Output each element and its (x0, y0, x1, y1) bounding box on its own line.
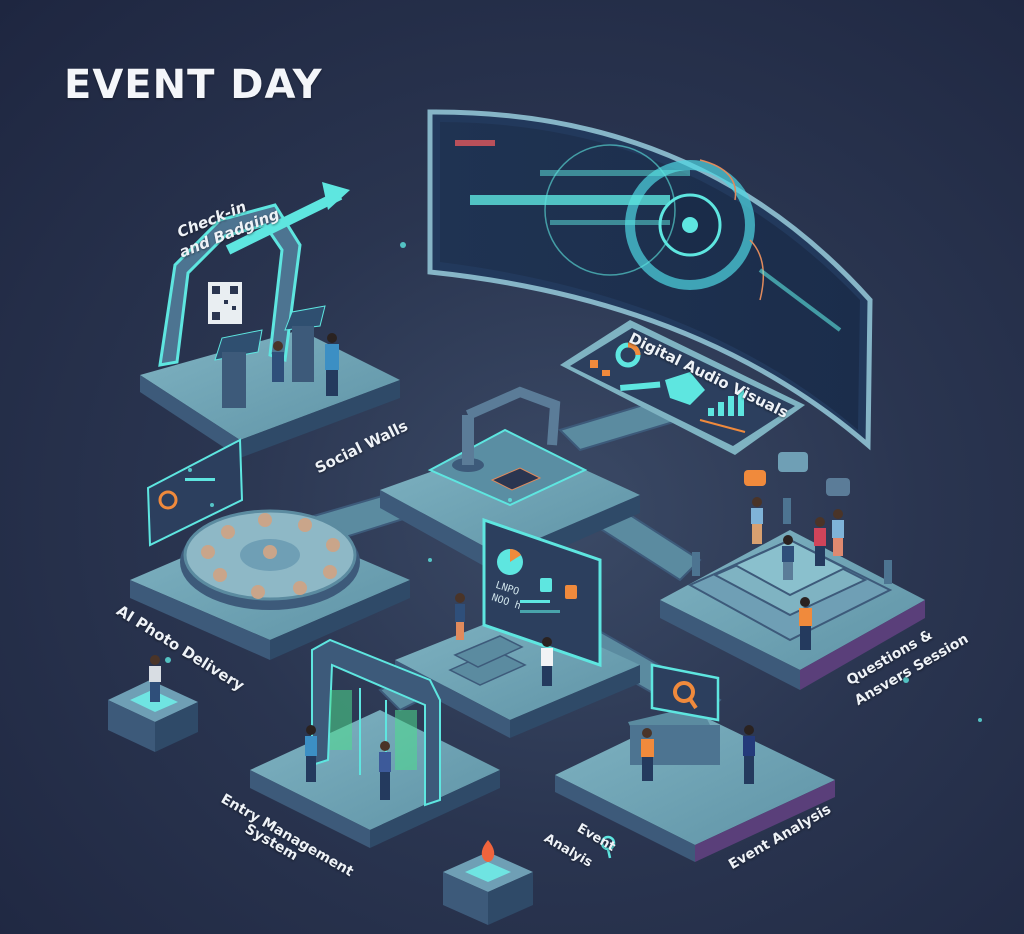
hologram-pedestal (108, 655, 198, 752)
flame-icon (481, 840, 495, 862)
arrow-up-right-icon (322, 182, 350, 210)
checkin-platform (140, 182, 400, 458)
thumbs-up-icon (540, 578, 552, 592)
robot-arm-platform (380, 386, 640, 575)
robot-arm-icon (452, 386, 561, 472)
page-title: EVENT DAY (64, 62, 323, 108)
chat-bubble-icon (744, 452, 850, 496)
holographic-screen-icon (427, 109, 873, 451)
digital-audio-visuals-panel (560, 320, 805, 455)
entry-platform (250, 638, 500, 848)
flame-pedestal (443, 840, 533, 925)
event-analysis-platform (555, 663, 835, 862)
ai-photo-platform (130, 438, 410, 660)
qa-platform (660, 452, 925, 690)
magnifier-icon (673, 681, 695, 703)
thumbs-down-icon (565, 585, 577, 599)
center-stage (395, 517, 640, 738)
